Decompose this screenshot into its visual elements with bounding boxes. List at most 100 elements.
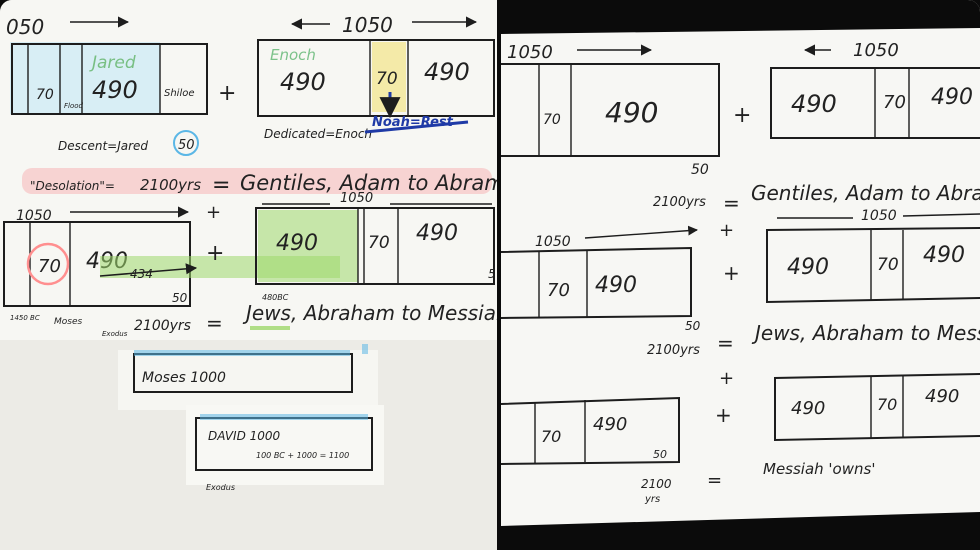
row2-plus-top: + [206,202,221,223]
right-photo: 1050 70 490 50 + 1050 490 70 490 2100yrs… [501,0,980,550]
r-row2-box-a-small: 70 [547,280,570,301]
r-row2-span-arrow [584,225,698,239]
r-row2-box-b-c: 490 [923,243,965,268]
row1-box-a-dividers [27,44,161,114]
r-row1-box-a-big: 490 [605,96,658,129]
jews-eq: = [206,311,223,335]
r-gentiles-eq: = [723,191,740,215]
row2-480bc-label: 480BC [262,293,289,302]
row2-70-circle [26,242,70,286]
r-row2-box-a-big: 490 [595,273,637,298]
r-row1-box-b-a: 490 [791,90,837,118]
david-note-line1: DAVID 1000 [208,429,281,443]
desolation-phrase: Gentiles, Adam to Abram [240,171,497,195]
jews-years: 2100yrs [134,318,191,334]
row1-box-b-dividers [369,40,409,116]
r-row2-span: 1050 [535,234,571,250]
r-row2-plus: + [723,261,740,285]
r-row1-box-b-dividers [874,68,910,138]
row2-box-b [255,207,495,285]
r-jews-eq: = [717,331,734,355]
row1-box-a-highlight [10,42,160,114]
row1-box-b-b: 70 [376,69,398,89]
row2-box-b-dividers [357,208,399,284]
left-photo: 050 Jared 70 490 Flood Shiloe 50 Descent… [0,0,497,550]
r-gentiles-plus: + [719,220,734,241]
row2-plus: + [206,241,224,266]
r-row3-box-a-big: 490 [593,414,627,435]
r-row3-box-a-side: 50 [653,448,667,461]
r-row3-box-b-b: 70 [877,395,897,414]
moses-note-text: Moses 1000 [142,370,226,386]
row1-box-a-big: 490 [92,76,138,104]
row2-box-b-c: 490 [416,221,458,246]
jews-phrase: Jews, Abraham to Messiah [242,301,497,325]
row2-box-b-b: 70 [368,233,390,253]
david-note-line2: 100 BC + 1000 = 1100 [256,451,349,460]
desolation-eq: = [212,173,230,198]
r-row1-box-a-small: 70 [543,112,561,128]
r-messiah-phrase: Messiah 'owns' [763,460,875,478]
desolation-years: 2100yrs [140,176,201,194]
row2-box-a-small: 70 [38,256,61,277]
r-jews-phrase: Jews, Abraham to Messiah [751,321,980,345]
r-row2-span-b-lines [777,213,980,219]
r-jews-years: 2100yrs [647,343,700,358]
row2-span-label: 1050 [16,208,52,224]
r-row1-box-a-side: 50 [691,162,709,178]
row1-box-b-a: 490 [280,68,326,96]
r-row3-box-b-a: 490 [791,398,825,419]
row1-box-a-small: 70 [36,87,54,103]
r-row2-box-b [766,227,980,304]
row1-jared-label: Jared [89,53,136,73]
row2-box-b-a: 490 [276,231,318,256]
r-row3-box-a-dividers [534,400,586,464]
row1-box-b [257,39,495,117]
r-gentiles-years: 2100yrs [653,195,706,210]
row2-box-b-side: 5 [488,267,496,281]
row2-tiny-exodus: Exodus [102,330,128,338]
r-row3-plus: + [715,403,732,427]
sticky-note-moses-paper [118,350,378,410]
r-row3-box-b-dividers [870,376,904,438]
r-row2-box-a-dividers [538,250,588,318]
r-row3-box-a-small: 70 [541,427,561,446]
r-gentiles-phrase: Gentiles, Adam to Abram [751,181,980,205]
row1-shiloe-label: Shiloe [164,88,195,99]
r-row2-box-b-b: 70 [877,255,899,275]
row1-dedicated-label: Dedicated=Enoch [264,127,372,141]
row2-b-span-label: 1050 [340,191,373,206]
row1-plus: + [218,81,236,106]
row2-tiny-1: 1450 BC [10,314,40,322]
r-row1-box-a-dividers [538,64,572,156]
row1-box-b-c: 490 [424,58,470,86]
row1-enoch-label: Enoch [270,46,316,64]
row2-box-a-dividers [29,222,71,306]
row2-box-b-green [258,210,358,282]
r-row3-box-a [501,396,680,465]
r-row1-span: 1050 [507,42,553,63]
row1-span-label: 050 [6,15,44,39]
r-row2-box-b-dividers [870,230,904,300]
moses-note-tick [362,344,368,354]
row1-descent-label: Descent=Jared [58,139,148,153]
r-row2-box-b-a: 490 [787,255,829,280]
r-row2-span-b: 1050 [861,208,897,224]
r-jews-plus: + [719,368,734,389]
row1-noah-underline [364,120,469,134]
r-row1-box-b-b: 70 [883,92,906,113]
row1-b-span-label: 1050 [342,13,393,37]
r-row1-plus: + [733,103,751,128]
row1-50-circle [173,130,199,156]
r-messiah-years-bottom: yrs [644,494,660,505]
r-row3-box-b [774,373,980,442]
david-note-blue [200,414,368,420]
row2-434-label: 434 [130,267,153,281]
row1-flood-label: Flood [64,102,84,110]
r-messiah-eq: = [707,470,722,491]
r-row3-box-b-c: 490 [925,386,959,407]
right-handwritten-notes: 1050 70 490 50 + 1050 490 70 490 2100yrs… [501,0,980,550]
r-row2-box-a-side: 50 [685,319,701,333]
r-row1-span-b: 1050 [853,40,899,61]
